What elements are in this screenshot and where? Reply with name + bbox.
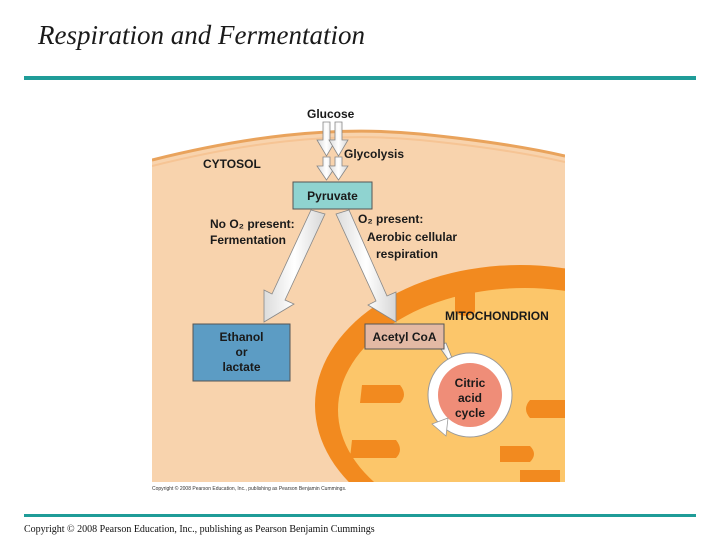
fermentation-label: Fermentation	[210, 233, 286, 247]
acid-label: acid	[458, 391, 482, 405]
aerobic-arrow	[335, 209, 397, 323]
crista	[455, 290, 475, 316]
crista	[360, 385, 404, 403]
glycolysis-arrows	[316, 121, 349, 181]
or-label: or	[236, 345, 248, 359]
copyright-footer: Copyright © 2008 Pearson Education, Inc.…	[24, 524, 375, 535]
crista	[526, 400, 565, 418]
cycle-label: cycle	[455, 406, 485, 420]
aerobic-label: Aerobic cellular	[367, 230, 457, 244]
slide-title: Respiration and Fermentation	[38, 20, 365, 50]
no-o2-label: No O₂ present:	[210, 217, 295, 231]
ethanol-label: Ethanol	[220, 330, 264, 344]
citric-acid-cycle	[427, 352, 513, 438]
respiration-label: respiration	[376, 247, 438, 261]
pyruvate-box	[292, 181, 373, 210]
glucose-label: Glucose	[307, 107, 355, 121]
fermentation-arrow	[263, 209, 326, 323]
title-divider	[24, 76, 696, 80]
mitochondrion-label: MITOCHONDRION	[445, 309, 549, 323]
plasma-membrane	[152, 129, 565, 162]
footer-divider	[24, 514, 696, 517]
cycle-arrowhead	[431, 417, 449, 437]
diagram-credit: Copyright © 2008 Pearson Education, Inc.…	[152, 485, 346, 492]
acetyl-coa-box	[364, 323, 445, 350]
cytosol-label: CYTOSOL	[203, 157, 261, 171]
crista	[500, 446, 534, 462]
o2-present-label: O₂ present:	[358, 212, 423, 226]
glycolysis-label: Glycolysis	[344, 147, 404, 161]
ethanol-lactate-box	[192, 323, 291, 382]
crista	[350, 440, 400, 458]
acetyl-coa-label: Acetyl CoA	[372, 330, 436, 344]
crista	[520, 470, 560, 482]
pyruvate-label: Pyruvate	[307, 189, 358, 203]
citric-label: Citric	[455, 376, 486, 390]
lactate-label: lactate	[222, 360, 260, 374]
